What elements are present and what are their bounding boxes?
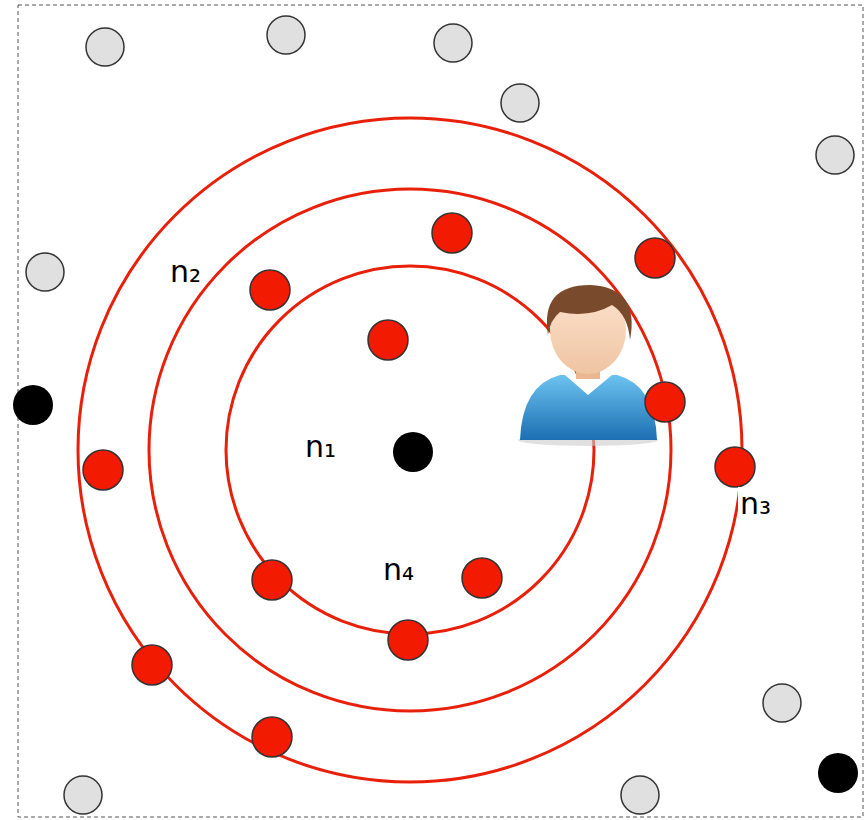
active-nodes	[83, 213, 755, 757]
user-icon	[518, 285, 658, 446]
node-label: n₁	[303, 430, 338, 463]
node-label: n₂	[168, 255, 203, 288]
active-node	[645, 382, 685, 422]
area-border	[18, 5, 863, 817]
anchor-nodes	[13, 385, 858, 793]
node-label: n₃	[738, 487, 773, 520]
node-label: n₄	[381, 553, 416, 586]
inactive-nodes	[26, 16, 854, 814]
range-rings	[78, 118, 742, 782]
